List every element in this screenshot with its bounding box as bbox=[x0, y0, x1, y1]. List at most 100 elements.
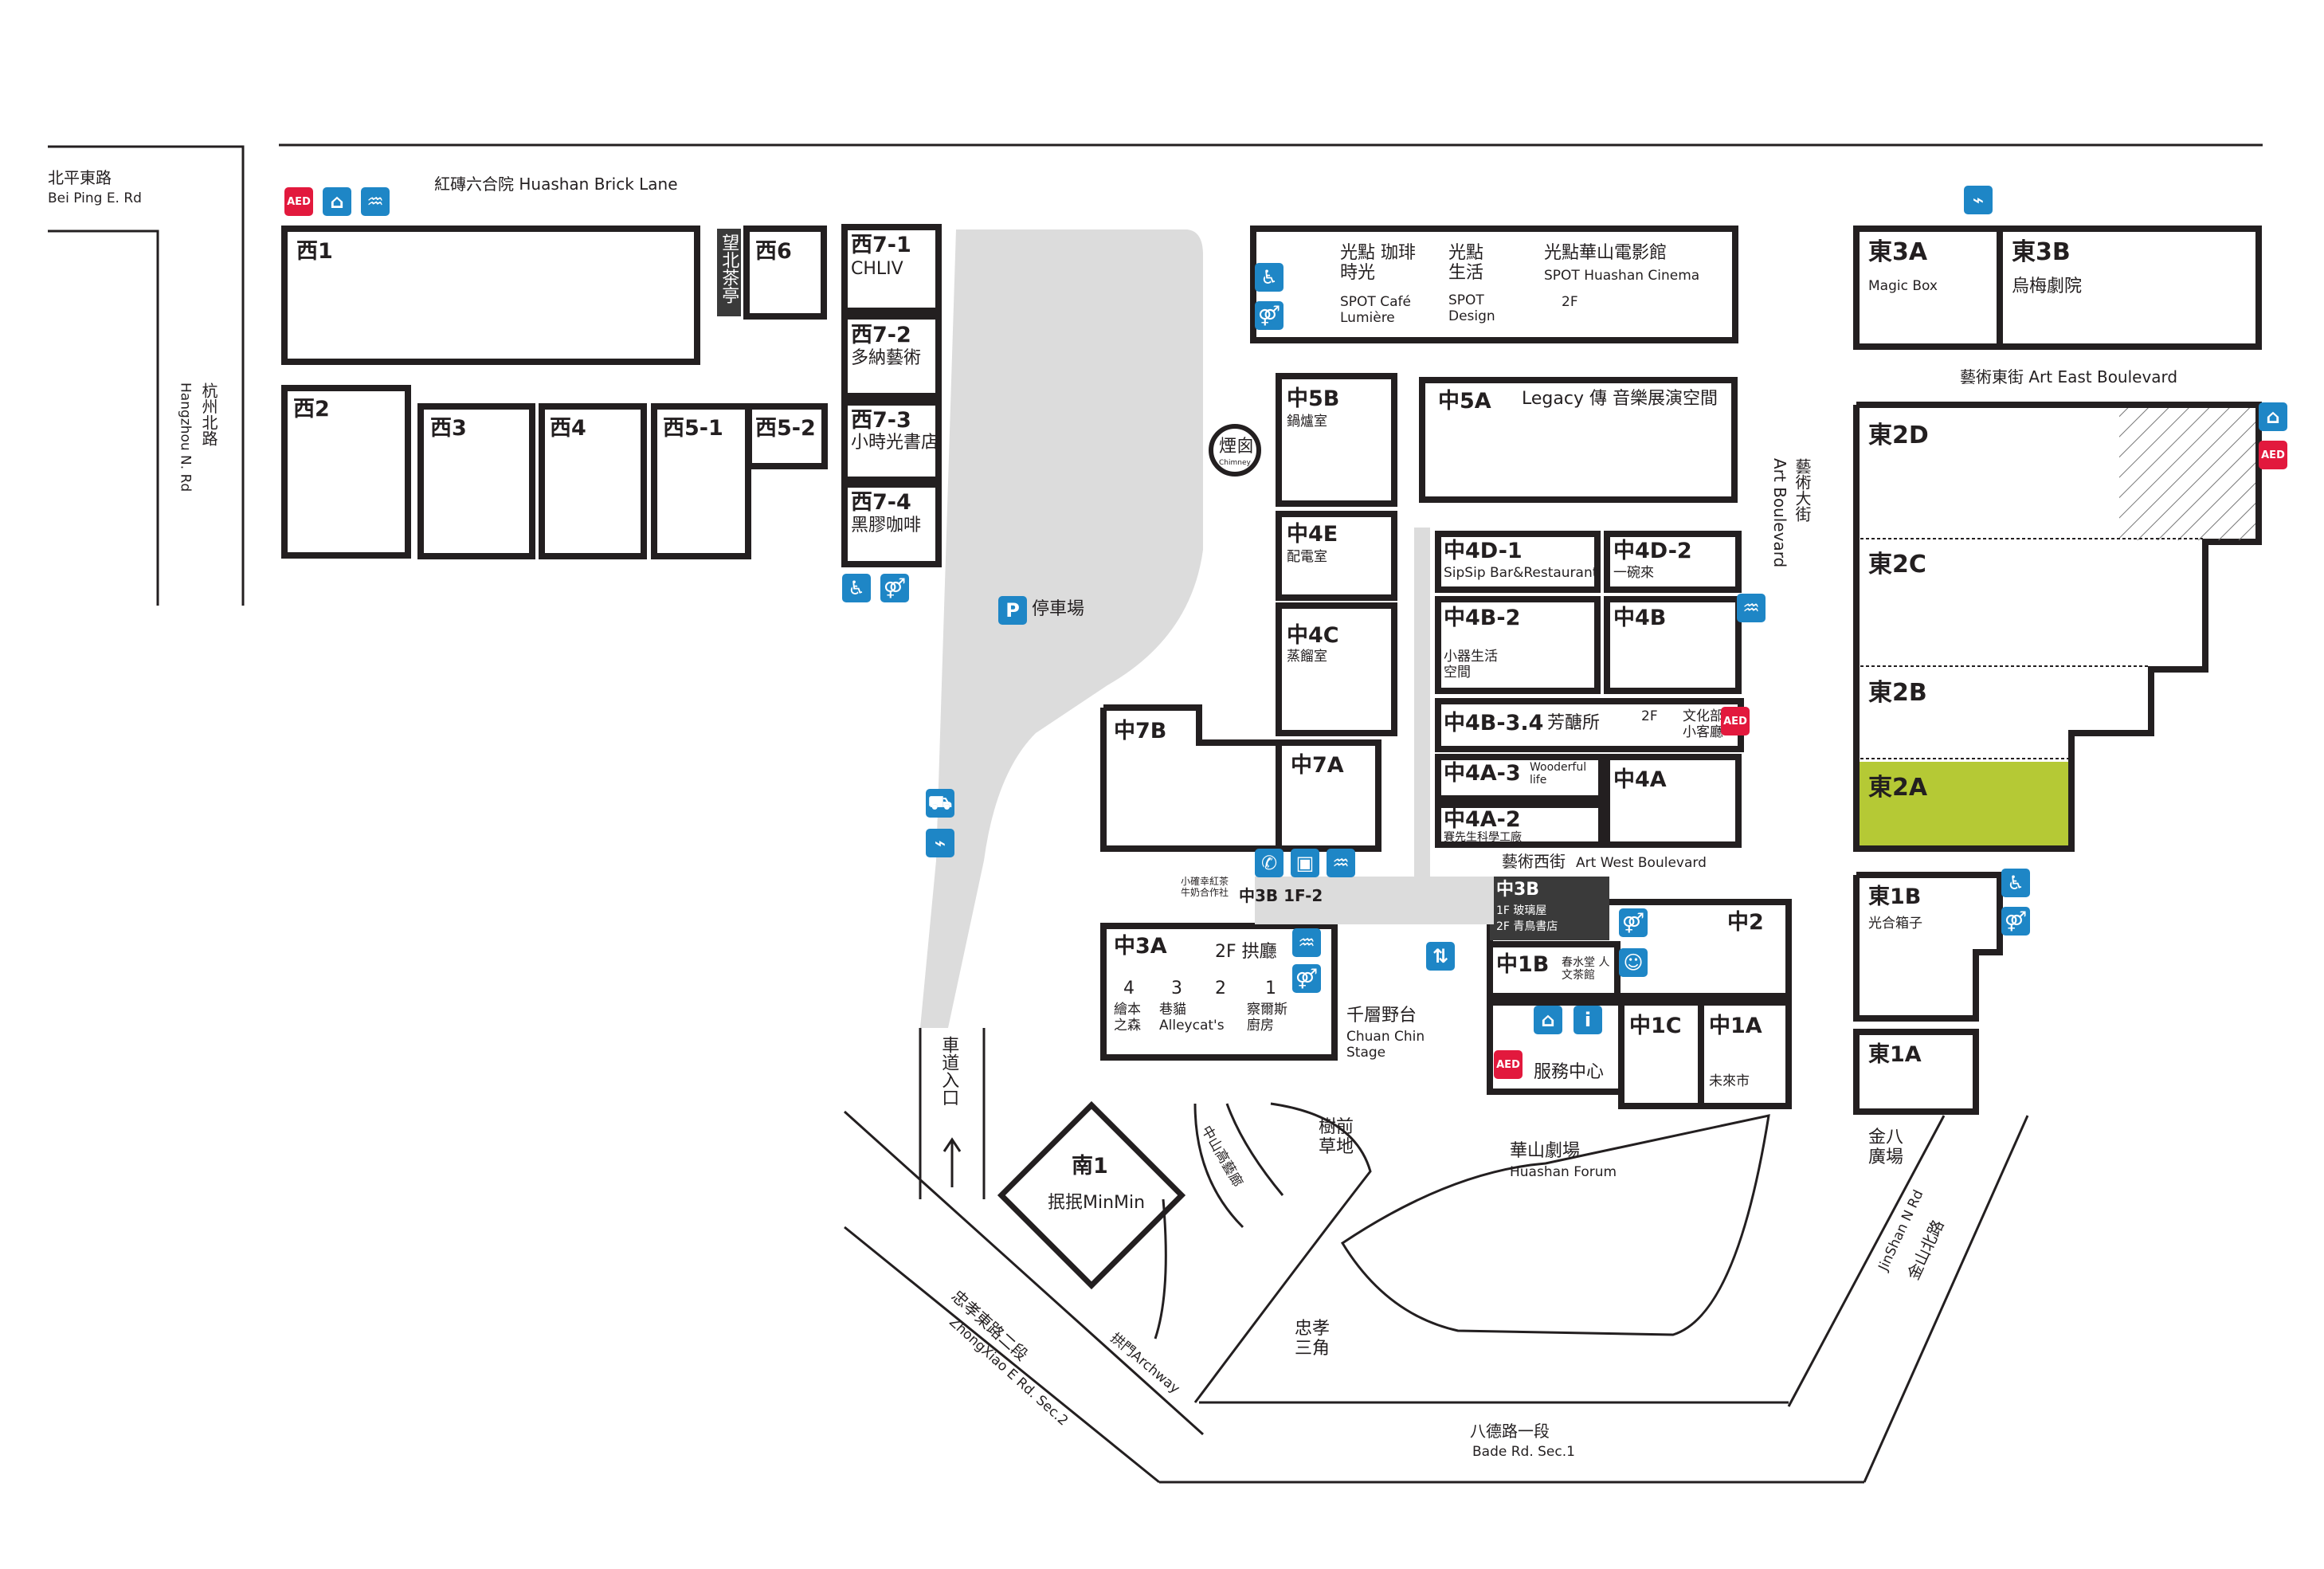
e2d-hatch bbox=[2119, 408, 2255, 540]
label-w71: 西7-1 bbox=[851, 233, 911, 257]
label-jinba: 金八 廣場 bbox=[1868, 1128, 1904, 1168]
label-c4d1-name: SipSip Bar&Restaurant bbox=[1444, 565, 1598, 581]
label-wangbei: 望北茶亭 bbox=[719, 233, 739, 304]
label-e3b: 東3B bbox=[2012, 238, 2071, 266]
label-stage-zh: 千層野台 bbox=[1346, 1006, 1417, 1026]
bldg-e2 bbox=[1853, 402, 2262, 852]
aed-icon: AED bbox=[2259, 441, 2287, 469]
label-c3a: 中3A bbox=[1114, 934, 1167, 959]
label-s1-name: 抿抿MinMin bbox=[1048, 1193, 1146, 1213]
bldg-c4a2 bbox=[1435, 802, 1605, 848]
bldg-e1b bbox=[1853, 872, 2003, 1022]
bldg-c4a3 bbox=[1435, 754, 1605, 802]
toilet-icon: ⚤ bbox=[2001, 907, 2030, 936]
label-forum-en: Huashan Forum bbox=[1510, 1164, 1617, 1180]
bldg-s1 bbox=[997, 1100, 1186, 1290]
label-c3a-2f: 2F 拱廳 bbox=[1215, 942, 1277, 962]
label-c4a3: 中4A-3 bbox=[1444, 761, 1521, 786]
label-spot-cafe-zh: 光點 珈琲時光 bbox=[1340, 243, 1416, 284]
stairs-2f-cinema: 2F bbox=[1562, 294, 1578, 310]
label-c4a2: 中4A-2 bbox=[1444, 807, 1521, 832]
label-c4d2-name: 一碗來 bbox=[1613, 565, 1654, 581]
bldg-c1b bbox=[1487, 941, 1621, 1002]
bldg-w2 bbox=[281, 385, 411, 559]
road-art-east: 藝術東街 Art East Boulevard bbox=[1960, 367, 2178, 386]
parking-icon: P bbox=[998, 596, 1027, 625]
info-icon: ⌂ bbox=[323, 187, 351, 216]
bldg-w4 bbox=[539, 403, 647, 559]
info-desk-icon: ⌂ bbox=[1534, 1006, 1562, 1034]
label-e1b-name: 光合箱子 bbox=[1868, 916, 1922, 932]
label-c5a-name: Legacy 傳 音樂展演空間 bbox=[1522, 389, 1718, 409]
label-w72: 西7-2 bbox=[851, 323, 911, 347]
label-chimney-zh: 煙囪 bbox=[1219, 437, 1255, 457]
label-w73-name: 小時光書店 bbox=[851, 433, 939, 453]
label-c7b: 中7B bbox=[1114, 719, 1167, 743]
label-spot-cinema-en: SPOT Huashan Cinema bbox=[1544, 268, 1700, 284]
info-icon: ⌂ bbox=[2259, 402, 2287, 431]
bldg-c5b bbox=[1276, 373, 1397, 507]
label-e3a-name: Magic Box bbox=[1868, 278, 1938, 294]
label-s1: 南1 bbox=[1072, 1154, 1108, 1179]
label-c3a-n1: 1 bbox=[1265, 979, 1276, 998]
label-w1: 西1 bbox=[296, 239, 333, 264]
label-c4c: 中4C bbox=[1287, 623, 1339, 648]
label-c4a: 中4A bbox=[1613, 767, 1667, 792]
parking-label: 停車場 bbox=[1032, 599, 1085, 619]
label-c3b-1f: 1F 玻璃屋 bbox=[1496, 904, 1547, 917]
aed-icon: AED bbox=[1494, 1050, 1523, 1079]
label-culture-lounge: 文化部 小客廳 bbox=[1683, 708, 1723, 740]
toilet-icon: ⚤ bbox=[1292, 964, 1321, 993]
label-e2d: 東2D bbox=[1868, 422, 1929, 449]
wheelchair-icon: ♿ bbox=[2001, 869, 2030, 897]
label-spot-design-zh: 光點 生活 bbox=[1448, 243, 1484, 284]
bldg-w52 bbox=[746, 403, 828, 469]
label-spot-design-en: SPOT Design bbox=[1448, 292, 1495, 324]
bldg-spot bbox=[1250, 226, 1738, 343]
toilet-icon: ⚤ bbox=[1619, 908, 1648, 937]
label-c5a: 中5A bbox=[1438, 389, 1491, 414]
label-service: 服務中心 bbox=[1534, 1062, 1605, 1082]
label-lawn: 樹前 草地 bbox=[1319, 1117, 1354, 1158]
label-c4a3-name: Wooderful life bbox=[1530, 761, 1587, 787]
bldg-c4b2 bbox=[1435, 596, 1601, 694]
road-hangzhou-zh: 杭州北路 bbox=[199, 382, 218, 446]
atm-icon: ▣ bbox=[1291, 849, 1319, 877]
road-hangzhou-en: Hangzhou N. Rd bbox=[177, 382, 194, 492]
wangbei-pavilion bbox=[717, 229, 741, 316]
bldg-c4d2 bbox=[1604, 531, 1742, 593]
label-w73: 西7-3 bbox=[851, 408, 911, 433]
bldg-c4d1 bbox=[1435, 531, 1601, 593]
toilet-icon: ⚤ bbox=[880, 574, 909, 602]
label-triangle: 忠孝 三角 bbox=[1295, 1319, 1331, 1359]
label-c5b-name: 鍋爐室 bbox=[1287, 414, 1327, 430]
nursing-room-icon: ☺ bbox=[1619, 948, 1648, 977]
bldg-w1 bbox=[281, 226, 700, 365]
label-e1b: 東1B bbox=[1868, 885, 1922, 909]
label-c4b34-name: 芳醣所 bbox=[1547, 713, 1601, 733]
walkway-c3 bbox=[1255, 877, 1494, 924]
bldg-e1a bbox=[1853, 1029, 1979, 1115]
parking-area bbox=[920, 229, 1203, 1028]
label-w71-name: CHLIV bbox=[851, 259, 903, 279]
e2a-highlight bbox=[1860, 762, 2068, 845]
label-c4c-name: 蒸餾室 bbox=[1287, 649, 1327, 665]
bldg-e3b bbox=[1997, 226, 2262, 350]
label-w74-name: 黑膠咖啡 bbox=[851, 516, 922, 535]
aed-icon: AED bbox=[1721, 707, 1750, 735]
bldg-w73 bbox=[841, 399, 942, 483]
label-c3a-n3-name: 巷貓 Alleycat's bbox=[1159, 1002, 1225, 1034]
drinking-water-icon: ♒ bbox=[1327, 849, 1355, 877]
label-e3b-name: 烏梅劇院 bbox=[2012, 277, 2083, 296]
road-beiping-en: Bei Ping E. Rd bbox=[48, 190, 142, 206]
label-e2c: 東2C bbox=[1868, 551, 1926, 579]
stairs-2f-c4b: 2F bbox=[1641, 708, 1658, 724]
wheelchair-icon: ♿ bbox=[1255, 263, 1283, 292]
parking-entrance: 車道入口 bbox=[939, 1036, 959, 1106]
label-w3: 西3 bbox=[430, 416, 467, 441]
bldg-c4b bbox=[1604, 596, 1742, 694]
label-c4b: 中4B bbox=[1613, 606, 1667, 630]
label-spot-cafe-en: SPOT Café Lumière bbox=[1340, 294, 1411, 326]
label-c1c: 中1C bbox=[1629, 1014, 1682, 1038]
